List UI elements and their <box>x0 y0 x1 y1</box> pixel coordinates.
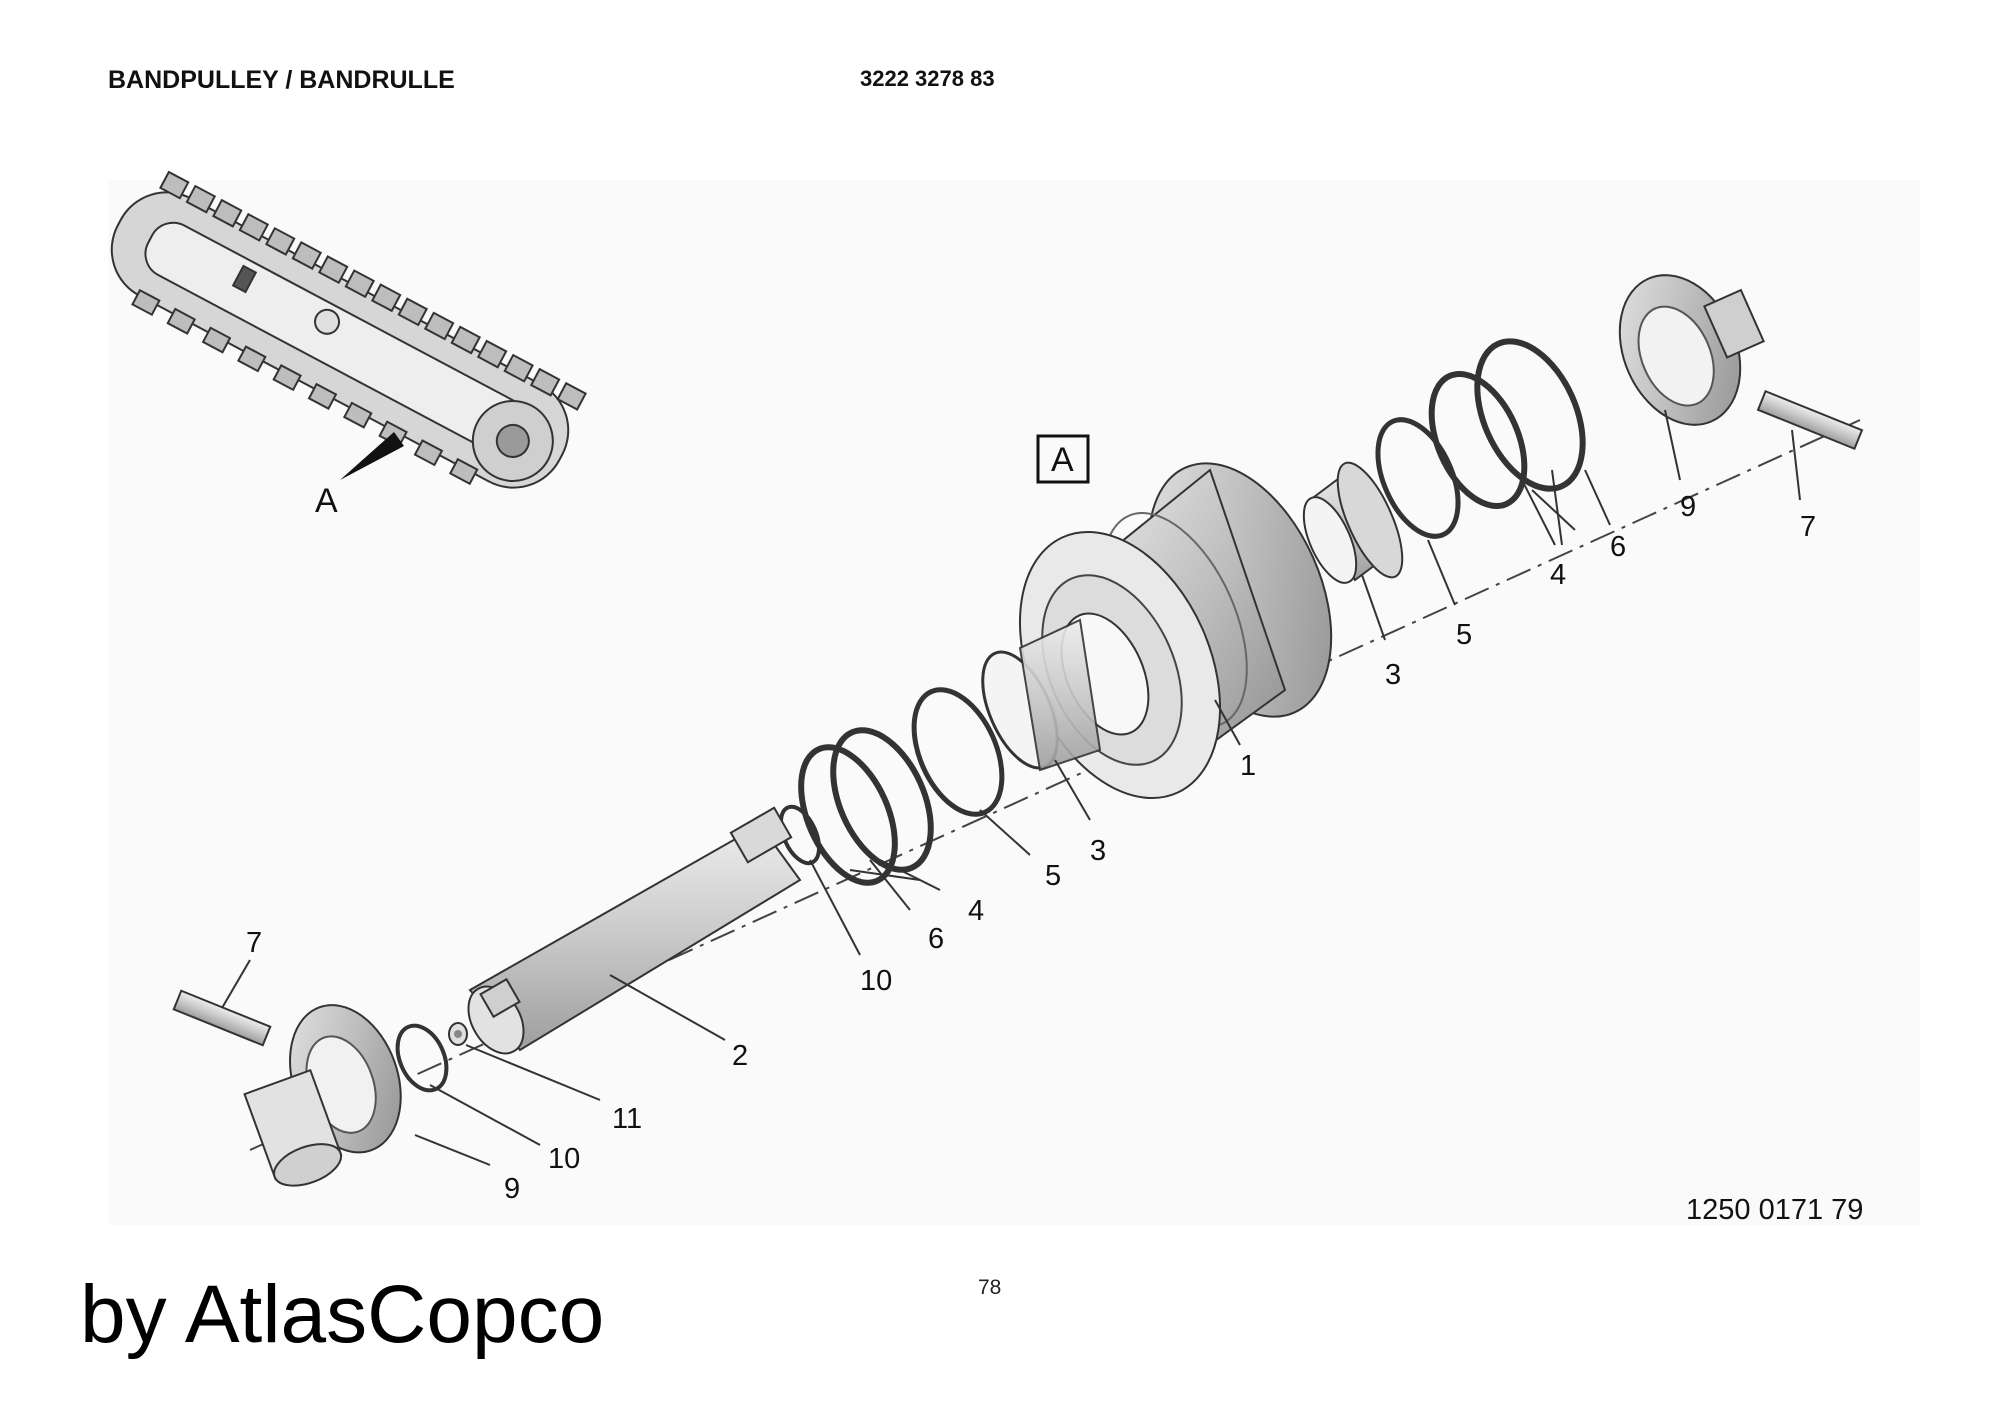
callout-10-lower: 10 <box>548 1143 580 1175</box>
callout-9-left: 9 <box>504 1173 520 1205</box>
part-number: 3222 3278 83 <box>860 66 995 91</box>
seal-6-left <box>830 727 934 873</box>
view-pointer-arrow <box>340 432 404 480</box>
page-number: 78 <box>978 1276 1002 1299</box>
callout-7-left: 7 <box>246 927 262 959</box>
shaft-2 <box>467 806 802 1055</box>
roller-body-1 <box>1018 462 1333 800</box>
crawler-track-overview: A <box>110 170 587 520</box>
callout-1: 1 <box>1240 750 1256 782</box>
oring-5-left <box>911 687 1005 817</box>
callout-5-right: 5 <box>1456 619 1472 651</box>
seal-6-right <box>1474 338 1586 492</box>
leader-lines <box>221 409 1801 1166</box>
callout-numbers: 1 2 3 3 5 5 6 6 4 4 10 10 11 9 9 7 7 <box>246 491 1816 1205</box>
seal-ring-4-left <box>798 744 898 886</box>
view-label: A <box>1051 441 1074 479</box>
callout-11: 11 <box>612 1103 642 1135</box>
callout-4-left: 4 <box>968 895 984 927</box>
oring-5-right <box>1375 417 1461 539</box>
callout-6-left: 6 <box>928 923 944 955</box>
callout-7-right: 7 <box>1800 511 1816 543</box>
callout-2: 2 <box>732 1040 748 1072</box>
page-title: BANDPULLEY / BANDRULLE <box>108 66 455 94</box>
callout-4-right: 4 <box>1550 559 1566 591</box>
callout-3-left: 3 <box>1090 835 1106 867</box>
plug-11 <box>448 1022 468 1046</box>
bushing-3-left <box>981 618 1102 772</box>
callout-6-right: 6 <box>1610 531 1626 563</box>
end-bracket-9-right <box>1618 274 1765 426</box>
end-bracket-9-left <box>243 1004 402 1187</box>
callout-9-right: 9 <box>1680 491 1696 523</box>
key-7-right <box>1756 389 1864 451</box>
callout-5-left: 5 <box>1045 860 1061 892</box>
overview-arrow-label: A <box>315 482 338 520</box>
callout-3-right: 3 <box>1385 659 1401 691</box>
seal-ring-4-right <box>1428 371 1528 509</box>
drawing-number: 1250 0171 79 <box>1686 1194 1864 1226</box>
callout-10-upper: 10 <box>860 965 892 997</box>
view-a-box: A <box>1036 434 1090 484</box>
key-7-left <box>172 989 272 1047</box>
bushing-3-right <box>1302 461 1404 584</box>
brand-watermark: by AtlasCopco <box>80 1269 605 1360</box>
